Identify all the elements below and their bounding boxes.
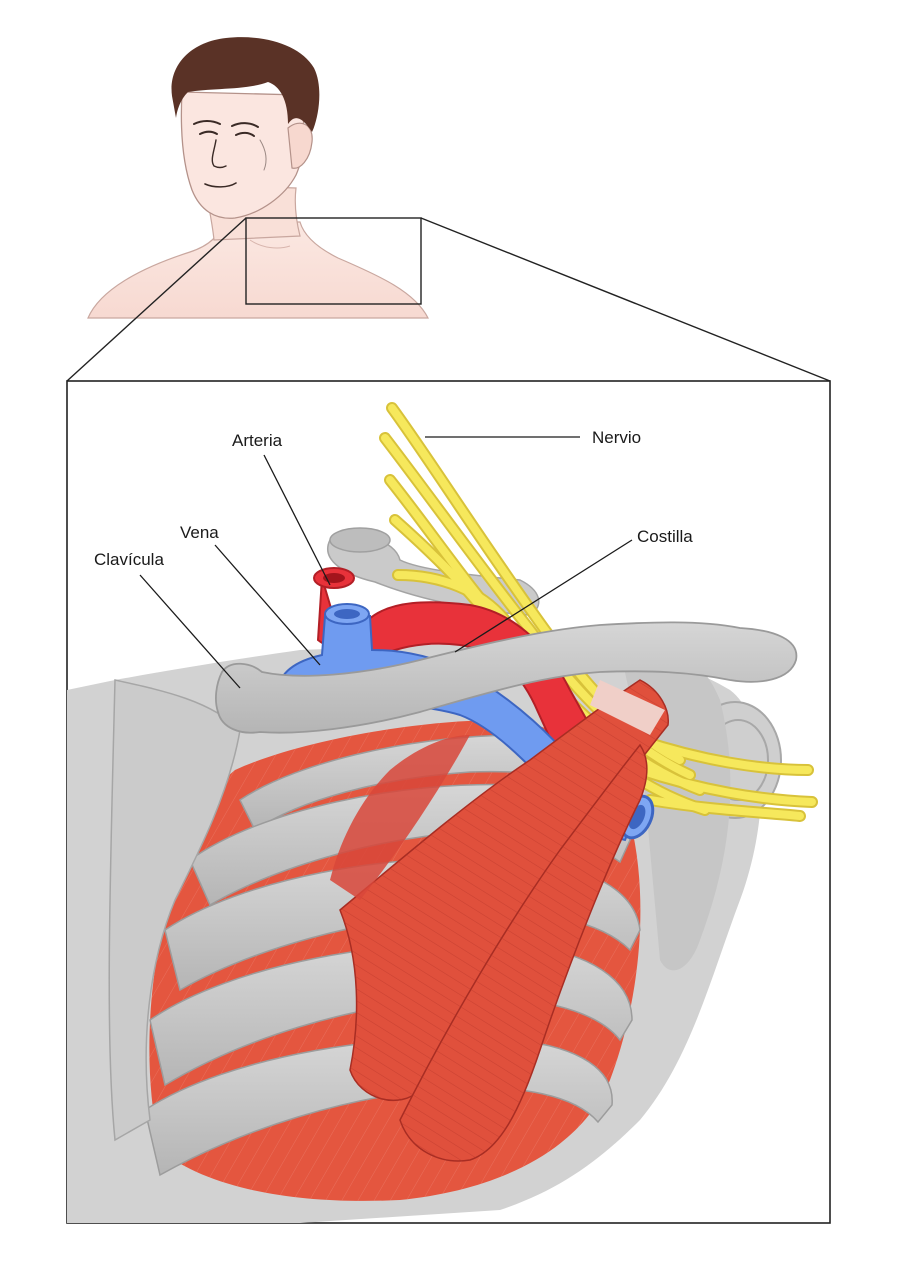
hair bbox=[171, 37, 320, 133]
torso-figure bbox=[87, 37, 429, 319]
ear bbox=[287, 122, 313, 169]
label-nervio: Nervio bbox=[592, 428, 641, 447]
leader-lines bbox=[139, 436, 633, 689]
zoom-line-left bbox=[66, 217, 247, 382]
labels: Arteria Nervio Vena Clavícula Costilla bbox=[94, 428, 693, 569]
vertebra-knob bbox=[329, 527, 391, 553]
zoom-line-right bbox=[420, 217, 831, 382]
zoom-box bbox=[245, 217, 422, 305]
clavicula-leader bbox=[139, 574, 241, 689]
label-costilla: Costilla bbox=[637, 527, 693, 546]
label-vena: Vena bbox=[180, 523, 219, 542]
label-arteria: Arteria bbox=[232, 431, 283, 450]
clavicle bbox=[215, 621, 798, 734]
zoom-indicator bbox=[66, 217, 831, 382]
vena-leader bbox=[214, 544, 321, 666]
arteria-leader bbox=[263, 454, 331, 586]
facial-features bbox=[193, 120, 267, 188]
anatomy-detail bbox=[67, 402, 818, 1223]
label-clavicula: Clavícula bbox=[94, 550, 164, 569]
collar-line bbox=[249, 239, 291, 249]
costilla-leader bbox=[454, 539, 633, 653]
pectoralis-minor bbox=[330, 679, 669, 1162]
